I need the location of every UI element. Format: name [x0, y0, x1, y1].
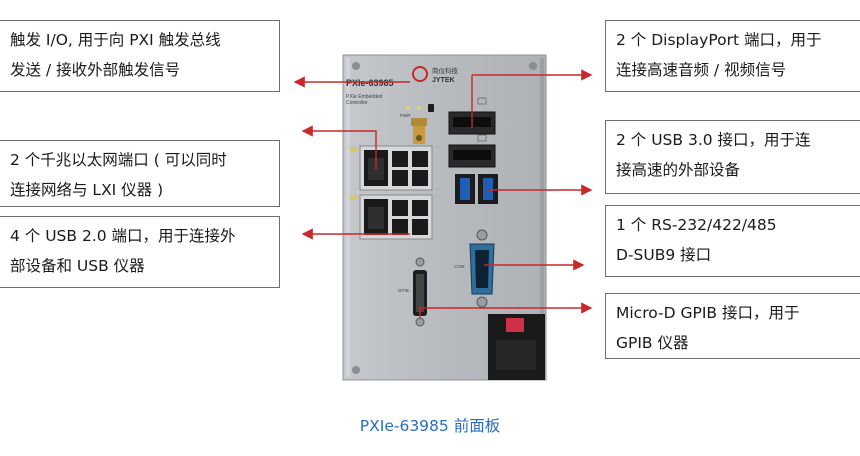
- displayport-connector: [448, 144, 496, 168]
- callout-line: 2 个千兆以太网端口 ( 可以同时: [10, 151, 227, 169]
- callout-line: 2 个 USB 3.0 接口，用于连: [616, 131, 811, 149]
- status-led: [406, 106, 410, 110]
- serial-db9-connector: [469, 229, 495, 308]
- callout-line: 部设备和 USB 仪器: [10, 257, 145, 275]
- brand-label: JYTEK: [432, 77, 455, 84]
- callout-gpib: Micro-D GPIB 接口，用于 GPIB 仪器: [605, 293, 860, 359]
- trigger-smb-connector: [411, 118, 427, 144]
- figure-caption: PXIe-63985 前面板: [359, 417, 501, 435]
- gpib-micro-d-connector: [413, 257, 427, 327]
- jytek-logo-icon: [412, 66, 428, 82]
- ejector-handle: [488, 314, 545, 380]
- callout-line: 1 个 RS-232/422/485: [616, 216, 777, 234]
- brand-cn-label: 简仪科技: [432, 66, 459, 75]
- ethernet-arrow: [301, 125, 377, 170]
- callout-ethernet: 2 个千兆以太网端口 ( 可以同时 连接网络与 LXI 仪器 ): [0, 140, 280, 207]
- callout-line: 4 个 USB 2.0 端口，用于连接外: [10, 227, 236, 245]
- callout-line: GPIB 仪器: [616, 334, 689, 352]
- panel-button: [428, 104, 434, 112]
- callout-line: Micro-D GPIB 接口，用于: [616, 304, 800, 322]
- usb3-port: [455, 174, 475, 204]
- callout-line: 连接网络与 LXI 仪器 ): [10, 181, 164, 199]
- callout-serial: 1 个 RS-232/422/485 D-SUB9 接口: [605, 205, 860, 277]
- callout-line: 触发 I/O, 用于向 PXI 触发总线: [10, 31, 221, 49]
- panel-subtitle-1: PXIe Embedded: [346, 94, 383, 100]
- usb3-port: [478, 174, 498, 204]
- panel-subtitle-2: Controller: [346, 100, 368, 106]
- callout-line: 2 个 DisplayPort 端口，用于: [616, 31, 822, 49]
- status-led: [417, 106, 421, 110]
- callout-line: 连接高速音频 / 视频信号: [616, 61, 787, 79]
- callout-trigger-io: 触发 I/O, 用于向 PXI 触发总线 发送 / 接收外部触发信号: [0, 20, 280, 92]
- callout-line: D-SUB9 接口: [616, 246, 712, 264]
- gpib-arrow: [419, 302, 593, 318]
- callout-line: 发送 / 接收外部触发信号: [10, 61, 181, 79]
- gpib-label: GPIB: [398, 288, 409, 293]
- callout-usb2: 4 个 USB 2.0 端口，用于连接外 部设备和 USB 仪器: [0, 216, 280, 288]
- callout-line: 接高速的外部设备: [616, 161, 741, 179]
- panel-model-label: PXIe-63985: [346, 78, 394, 88]
- ethernet-port: [364, 199, 388, 235]
- usb2-port: [392, 151, 428, 235]
- callout-usb3: 2 个 USB 3.0 接口，用于连 接高速的外部设备: [605, 120, 860, 194]
- pwr-label: PWR: [400, 113, 411, 118]
- callout-displayport: 2 个 DisplayPort 端口，用于 连接高速音频 / 视频信号: [605, 20, 860, 92]
- com-label: COM: [454, 264, 465, 269]
